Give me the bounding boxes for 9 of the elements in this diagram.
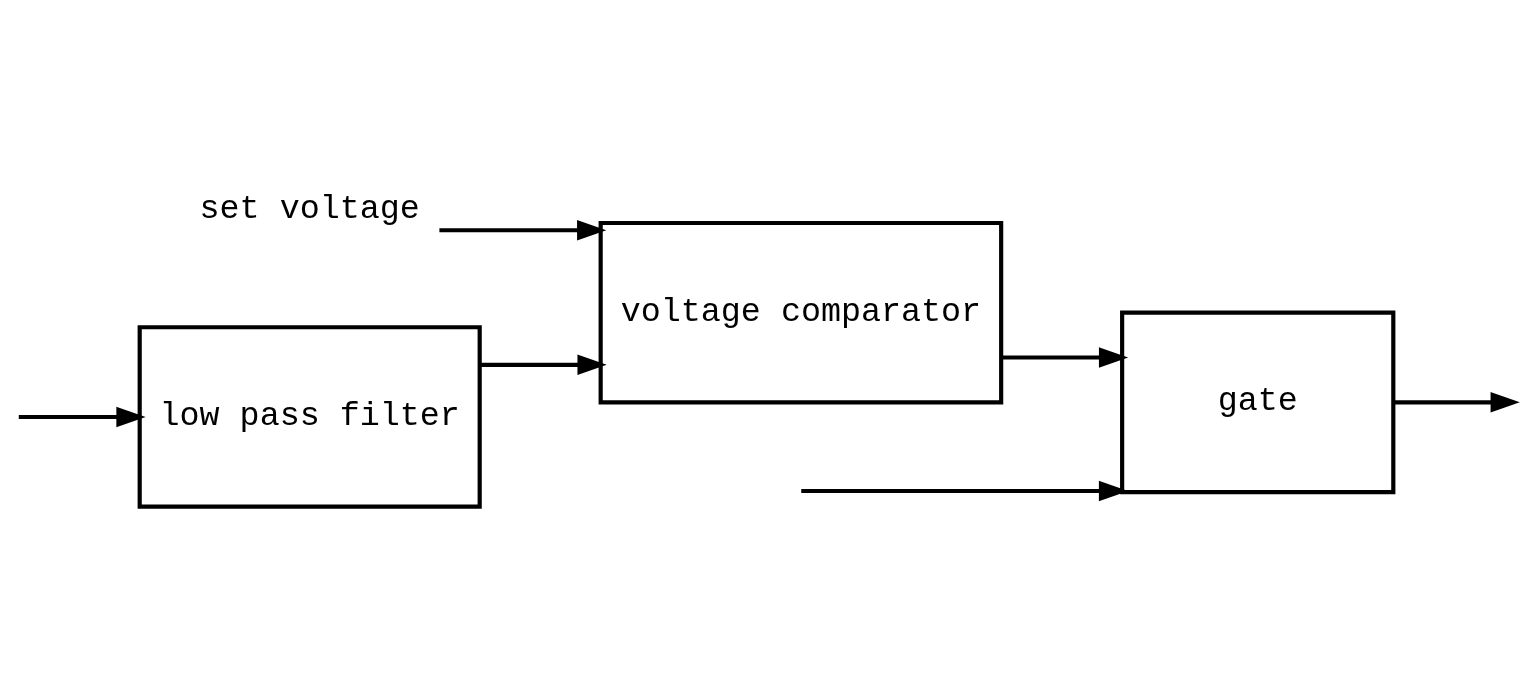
arrow: [18, 406, 146, 428]
arrow: [439, 220, 607, 241]
arrow: [1393, 392, 1520, 413]
arrow: [1001, 347, 1129, 368]
node-box: voltage comparator: [598, 220, 1004, 405]
node-text: set voltage: [199, 190, 420, 229]
node-box: low pass filter: [137, 325, 482, 509]
arrow: [480, 354, 607, 376]
node-box: gate: [1120, 310, 1396, 495]
